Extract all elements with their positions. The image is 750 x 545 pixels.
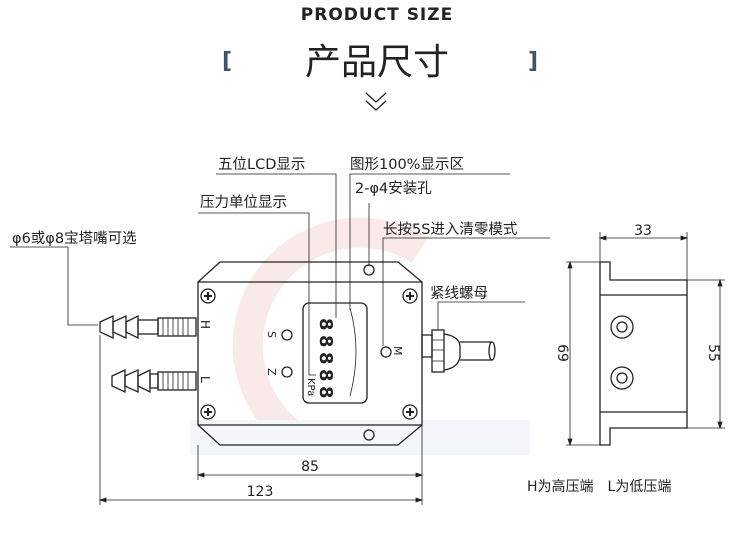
label-mount: 2-φ4安装孔 <box>355 180 432 197</box>
port-l-label: L <box>198 376 212 383</box>
dim-85: 85 <box>301 459 319 475</box>
lcd-panel <box>302 302 368 404</box>
label-graphic: 图形100%显示区 <box>350 156 464 173</box>
port-caption: H为高压端 L为低压端 <box>527 478 671 495</box>
label-barb: φ6或φ8宝塔嘴可选 <box>12 230 137 247</box>
bracket-right: ] <box>528 49 538 74</box>
svg-text:8: 8 <box>315 335 336 348</box>
title-cn: 产品尺寸 <box>305 42 449 83</box>
leader-lines <box>10 173 550 376</box>
label-unit: 压力单位显示 <box>200 194 287 211</box>
svg-text:M: M <box>391 346 404 356</box>
lcd-digits: 8 8 8 8 8 <box>315 318 336 399</box>
side-view <box>599 261 688 446</box>
mount-hole-bottom <box>363 429 375 441</box>
side-dimension-lines <box>566 232 725 447</box>
graphic-bar <box>349 307 357 397</box>
subtitle-en: PRODUCT SIZE <box>301 5 453 25</box>
unit-label: KPa <box>305 378 316 396</box>
transmitter-body <box>197 261 423 446</box>
label-zero: 长按5S进入清零模式 <box>383 221 518 238</box>
watermark-logo <box>190 217 530 455</box>
dim-55: 55 <box>705 344 721 362</box>
port-h-label: H <box>198 320 212 329</box>
dimension-lines <box>98 335 424 505</box>
label-lcd: 五位LCD显示 <box>218 156 305 173</box>
dim-123: 123 <box>247 484 274 500</box>
svg-text:8: 8 <box>315 318 336 331</box>
barb-fitting-l <box>111 368 197 394</box>
label-nut: 紧线螺母 <box>430 285 488 302</box>
s-button[interactable] <box>281 329 293 341</box>
svg-text:8: 8 <box>315 369 336 382</box>
svg-text:S: S <box>265 331 278 338</box>
dim-33: 33 <box>634 223 652 239</box>
bracket-left: [ <box>222 49 232 74</box>
dim-69: 69 <box>554 344 570 362</box>
chevron-down-icon <box>365 92 387 111</box>
m-button[interactable] <box>380 346 392 358</box>
svg-text:8: 8 <box>315 352 336 365</box>
svg-text:8: 8 <box>315 386 336 399</box>
barb-fitting-h <box>99 314 197 340</box>
svg-text:Z: Z <box>265 368 278 376</box>
z-button[interactable] <box>281 366 293 378</box>
cable-gland <box>421 329 496 373</box>
mount-hole-top <box>363 264 375 276</box>
screw-icons <box>200 288 418 420</box>
